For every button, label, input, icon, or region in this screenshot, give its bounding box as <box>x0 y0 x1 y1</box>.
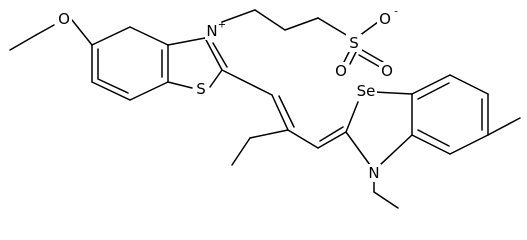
bond-ch2-s <box>317 17 349 37</box>
atom-selenium: Se <box>357 82 376 100</box>
bond-c-n <box>167 37 206 46</box>
bond-c2b-n <box>345 131 371 166</box>
atom-oxygen-charge: - <box>394 7 398 18</box>
chemical-structure-diagram: O N + S S O - O O Se N <box>9 7 521 209</box>
bond-n-ethyl-b <box>373 191 399 209</box>
bond-benz1-d <box>129 81 169 101</box>
atom-oxygen-sulfonate-anion: O <box>379 10 391 28</box>
bond-benz2-b <box>411 74 451 95</box>
bond-benz1-a <box>91 26 131 46</box>
atom-oxygen-sulfonate-1: O <box>335 62 347 80</box>
bond-s-o-left2 <box>349 51 357 65</box>
bond-ch-c2b-double <box>319 126 344 142</box>
bond-benz1-b <box>129 26 169 46</box>
bond-benz2-e <box>449 134 489 155</box>
bond-s-c <box>167 81 193 89</box>
atom-sulfur-sulfonate: S <box>349 34 359 52</box>
bond-se-c <box>374 91 413 95</box>
bond-benz2-f <box>411 134 451 155</box>
bond-s-o-right2 <box>358 54 381 68</box>
bond-n-c <box>379 134 413 166</box>
bond-n-ch2-a <box>221 9 256 23</box>
atom-oxygen-sulfonate-2: O <box>381 62 393 80</box>
atom-nitrogen-benzoselenazole: N <box>368 164 379 182</box>
bond-n-c2 <box>204 37 223 71</box>
bond-ch-cq-double <box>278 95 295 128</box>
bond-o-ring <box>71 19 93 46</box>
atom-nitrogen-charge: + <box>218 20 226 31</box>
bond-benz1-e2 <box>97 78 129 94</box>
bond-benz2-c <box>449 74 489 95</box>
bond-ch2-ch2-b <box>254 9 286 31</box>
bond-ch2-ch2-c <box>284 17 319 31</box>
bond-s-o-right <box>361 49 384 63</box>
bond-methyl <box>487 117 521 136</box>
bond-c2-ch <box>221 69 273 96</box>
bond-benz2-b2 <box>417 82 450 100</box>
atom-oxygen-ether: O <box>58 10 70 28</box>
bond-ethyl-ch3-ch2 <box>9 34 37 51</box>
atom-labels: O N + S S O - O O Se N <box>56 7 398 182</box>
atom-nitrogen-benzothiazolium: N <box>206 22 217 40</box>
bond-cq-ethyl-a <box>249 129 289 139</box>
bond-s-o-top <box>358 21 379 37</box>
bond-benz2-f2 <box>417 129 450 147</box>
bond-cq-ethyl-b <box>231 137 251 166</box>
bond-n-c2-double <box>212 42 228 68</box>
bond-c2b-se <box>345 101 359 133</box>
bond-ch-c2b <box>317 131 347 149</box>
bond-benz1-e <box>91 81 131 101</box>
bond-ethyl-ch2-o <box>35 24 55 36</box>
bond-cq-ch <box>287 129 319 149</box>
bond-ch-cq <box>271 94 289 131</box>
bond-c2-s <box>209 69 223 88</box>
bond-lines <box>9 9 521 209</box>
atom-sulfur-ring: S <box>196 80 206 98</box>
